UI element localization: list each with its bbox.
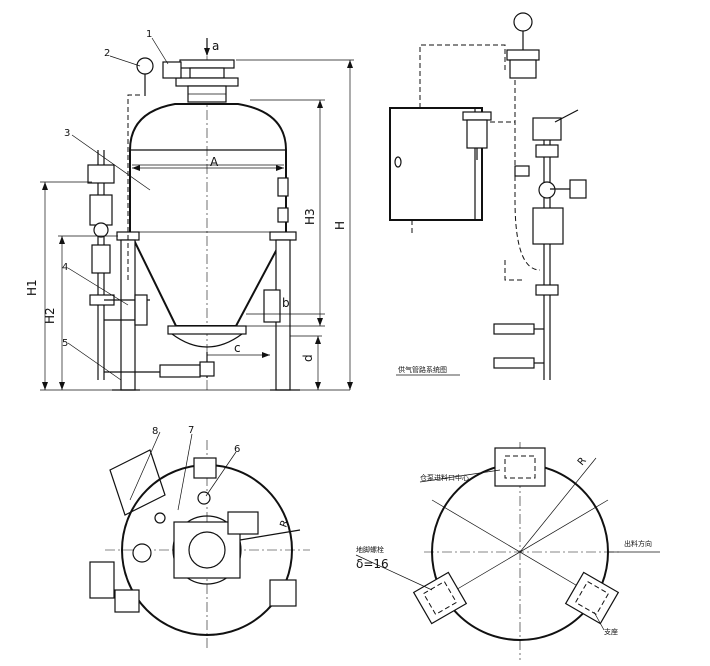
dim-A-label: A <box>210 155 219 169</box>
part-2-label: 2 <box>104 48 110 59</box>
part-4-label: 4 <box>62 262 68 273</box>
foundation-layout-view: R 仓泵进料口中心 地脚螺栓 δ=16 出料方向 支座 <box>355 442 660 660</box>
dim-H3-label: H3 <box>303 208 317 225</box>
outlet-direction-label: 出料方向 <box>624 539 652 548</box>
part-6-label: 6 <box>234 444 240 455</box>
center-label: 仓泵进料口中心 <box>420 473 469 482</box>
part-7-label: 7 <box>188 425 194 436</box>
support-label: 支座 <box>604 627 618 636</box>
plan-view: 8 7 6 R <box>89 425 310 650</box>
part-5-label: 5 <box>62 338 68 349</box>
dim-b-label: b <box>282 296 290 310</box>
panel-title: 供气管路系统图 <box>398 365 447 374</box>
dim-R2-label: R <box>576 455 589 467</box>
part-8-label: 8 <box>152 426 158 437</box>
dim-H2-label: H2 <box>43 307 57 324</box>
front-elevation-view: a A <box>25 29 354 392</box>
dim-d-label: d <box>301 354 315 362</box>
dim-a-label: a <box>212 39 219 53</box>
air-supply-piping-view: 供气管路系统图 <box>389 12 587 380</box>
bolt-hole-label: 地脚螺栓 <box>356 545 384 554</box>
part-3-label: 3 <box>64 128 70 139</box>
part-1-label: 1 <box>146 29 152 40</box>
thickness-label: δ=16 <box>356 557 389 571</box>
dim-R-label: R <box>278 519 291 529</box>
dim-H1-label: H1 <box>25 279 39 296</box>
dim-c-label: c <box>234 341 241 355</box>
dim-H-label: H <box>333 221 347 230</box>
